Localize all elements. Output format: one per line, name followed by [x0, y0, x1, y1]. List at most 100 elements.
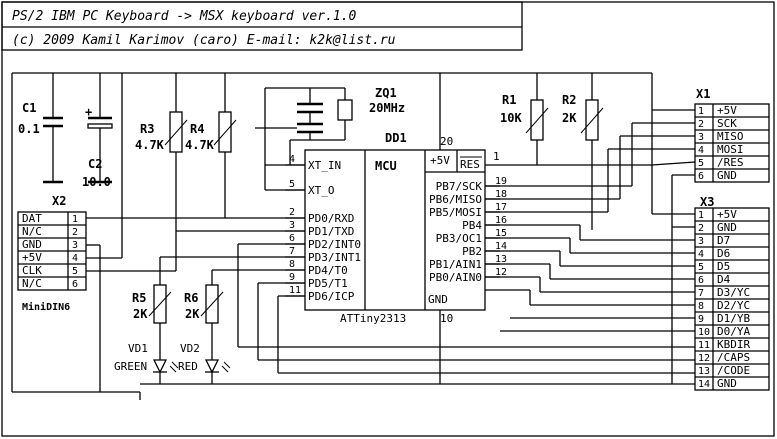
- x1-pin-name: /RES: [717, 156, 744, 169]
- c1-ref: C1: [22, 101, 36, 115]
- c1-value: 0.1: [18, 122, 40, 136]
- mcu-right-pin-name: PB1/AIN1: [429, 258, 482, 271]
- r2-value: 2K: [562, 111, 577, 125]
- x3-pin-num: 6: [698, 275, 704, 286]
- x2-pin-name: N/C: [22, 277, 42, 290]
- r6-ref: R6: [184, 291, 198, 305]
- r4-ref: R4: [190, 122, 204, 136]
- mcu-right-pin-name: PB6/MISO: [429, 193, 482, 206]
- x3-pin-num: 12: [698, 353, 710, 364]
- mcu-left-pin-num: 3: [289, 220, 295, 231]
- mcu-right-wiring: [485, 73, 696, 384]
- x1-pin-name: +5V: [717, 104, 737, 117]
- x2-pin-num: 5: [72, 266, 78, 277]
- mcu-left-pin-name: PD6/ICP: [308, 290, 355, 303]
- title-line-1: PS/2 IBM PC Keyboard -> MSX keyboard ver…: [12, 9, 357, 24]
- r1-ref: R1: [502, 93, 516, 107]
- x3-pin-name: D6: [717, 247, 730, 260]
- x2-pin-num: 1: [72, 214, 78, 225]
- mcu-left-pin-num: 6: [289, 233, 295, 244]
- x3-pin-num: 5: [698, 262, 704, 273]
- mcu-right-pin-num: 13: [495, 254, 507, 265]
- x2-wiring: [86, 73, 305, 392]
- x1-ref: X1: [696, 87, 710, 101]
- x3-pin-name: GND: [717, 221, 737, 234]
- x1-pin-name: MISO: [717, 130, 744, 143]
- resistor-r4: R4 4.7K: [185, 73, 237, 218]
- x3-pin-name: /CAPS: [717, 351, 750, 364]
- crystal-zq1: ZQ1 20MHz: [255, 86, 405, 191]
- x3-pin-num: 14: [698, 379, 710, 390]
- title-block: [1, 1, 523, 51]
- zq1-value: 20MHz: [369, 101, 405, 115]
- x2-caption: MiniDIN6: [22, 301, 70, 313]
- mcu-ref: DD1: [385, 131, 407, 145]
- mcu-left-pin-name: XT_O: [308, 184, 335, 197]
- x2-ref: X2: [52, 194, 66, 208]
- mcu-right-pin-num: 15: [495, 228, 507, 239]
- x1-pin-num: 3: [698, 132, 704, 143]
- c2-value: 10.0: [82, 175, 111, 189]
- mcu-lower-wiring: [140, 243, 695, 385]
- mcu-left-pin-name: XT_IN: [308, 159, 341, 172]
- x3-pin-num: 10: [698, 327, 710, 338]
- power-rail: [11, 72, 652, 400]
- x3-ref: X3: [700, 195, 714, 209]
- c2-plus: +: [85, 105, 92, 119]
- x3-pin-num: 2: [698, 223, 704, 234]
- x1-pin-num: 1: [698, 106, 704, 117]
- mcu-left-pin-name: PD0/RXD: [308, 212, 354, 225]
- vd2-ref: VD2: [180, 342, 200, 355]
- r6-value: 2K: [185, 307, 200, 321]
- x3-pin-num: 1: [698, 210, 704, 221]
- x1-pin-name: SCK: [717, 117, 737, 130]
- x3-pin-num: 8: [698, 301, 704, 312]
- x2-pin-num: 4: [72, 253, 78, 264]
- mcu-right-pin-num: 12: [495, 267, 507, 278]
- capacitor-c2: + C2 10.0: [82, 73, 113, 189]
- mcu-left-pin-num: 4: [289, 154, 295, 165]
- x3-pin-name: D1/YB: [717, 312, 750, 325]
- mcu-right-pin-num: 17: [495, 202, 507, 213]
- mcu-right-pin-name: PB5/MOSI: [429, 206, 482, 219]
- capacitor-c1: C1 0.1: [18, 73, 63, 184]
- mcu-right-pin-name: PB4: [462, 219, 482, 232]
- mcu-gnd-name: GND: [428, 293, 448, 306]
- x1-pin-num: 2: [698, 119, 704, 130]
- x1-pin-num: 6: [698, 171, 704, 182]
- x2-pin-name: CLK: [22, 264, 42, 277]
- x3-pin-name: D5: [717, 260, 730, 273]
- title-line-2: (c) 2009 Kamil Karimov (caro) E-mail: k2…: [12, 33, 396, 48]
- mcu-right-pin-num: 14: [495, 241, 507, 252]
- mcu-res-name: RES: [460, 158, 480, 171]
- vd1-ref: VD1: [128, 342, 148, 355]
- mcu-left-pin-num: 2: [289, 207, 295, 218]
- x2-pin-name: GND: [22, 238, 42, 251]
- mcu-left-pin-num: 9: [289, 272, 295, 283]
- x3-pin-name: +5V: [717, 208, 737, 221]
- x1-pin-name: MOSI: [717, 143, 744, 156]
- mcu-left-pin-name: PD4/T0: [308, 264, 348, 277]
- x2-pin-name: DAT: [22, 212, 42, 225]
- x3-pin-name: D7: [717, 234, 730, 247]
- x3-pin-name: D4: [717, 273, 731, 286]
- led-branch-2: R6 2K VD2 RED: [178, 269, 305, 384]
- r1-value: 10K: [500, 111, 522, 125]
- x3-pin-num: 13: [698, 366, 710, 377]
- zq1-ref: ZQ1: [375, 86, 397, 100]
- x3-pin-num: 11: [698, 340, 710, 351]
- vd2-value: RED: [178, 360, 198, 373]
- x1-pin-num: 5: [698, 158, 704, 169]
- x3-pin-name: D2/YC: [717, 299, 750, 312]
- r3-value: 4.7K: [135, 138, 165, 152]
- c2-ref: C2: [88, 157, 102, 171]
- x3-pin-num: 3: [698, 236, 704, 247]
- mcu-right-pin-name: PB7/SCK: [436, 180, 483, 193]
- mcu-right-pin-num: 16: [495, 215, 507, 226]
- mcu-label: MCU: [375, 159, 397, 173]
